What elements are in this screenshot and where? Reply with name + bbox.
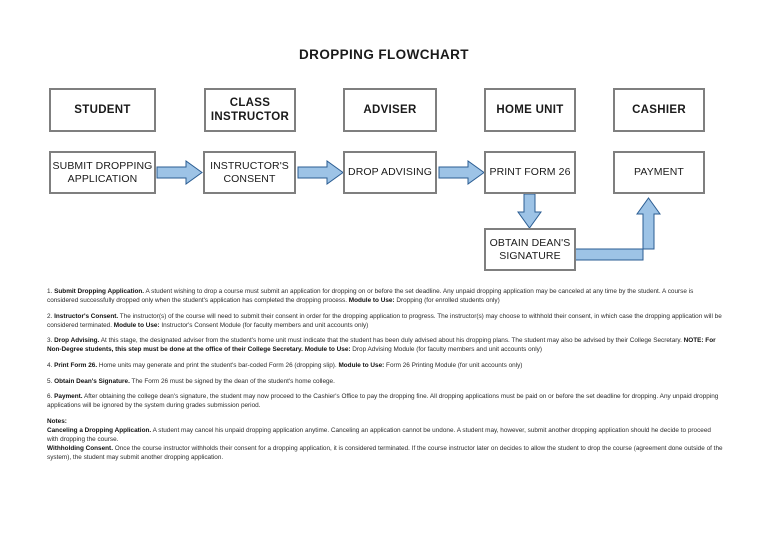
page-title: DROPPING FLOWCHART [299,47,469,62]
flow-node-student[interactable]: STUDENT [49,88,156,132]
flow-node-instructors-consent-label: INSTRUCTOR'S CONSENT [210,159,289,185]
note-withholding-consent: Withholding Consent. Once the course ins… [47,444,724,462]
flow-node-adviser[interactable]: ADVISER [343,88,437,132]
flow-node-drop-advising-label: DROP ADVISING [348,166,432,179]
step-5-number: 5. [47,377,53,385]
note-1-text: A student may cancel his unpaid dropping… [47,427,711,444]
step-2-heading: Instructor's Consent. [54,312,119,320]
procedure-step-1: 1. Submit Dropping Application. A studen… [47,287,724,305]
procedure-step-5: 5. Obtain Dean's Signature. The Form 26 … [47,377,724,386]
flow-node-cashier-label: CASHIER [632,103,686,116]
step-1-module-label: Module to Use: [348,297,395,305]
procedure-step-6: 6. Payment. After obtaining the college … [47,392,724,410]
flow-node-print-form-26[interactable]: PRINT FORM 26 [484,151,576,194]
step-6-body: After obtaining the college dean's signa… [47,393,719,410]
step-3-module-label: Module to Use: [302,346,351,354]
step-1-number: 1. [47,288,53,295]
step-3-heading: Drop Advising. [54,337,100,345]
connector-print-to-signature [517,193,542,229]
step-6-number: 6. [47,393,53,401]
step-4-module-label: Module to Use: [338,362,385,370]
step-2-number: 2. [47,312,53,320]
step-4-heading: Print Form 26. [54,362,98,370]
procedure-step-4: 4. Print Form 26. Home units may generat… [47,361,724,370]
step-1-heading: Submit Dropping Application. [54,288,145,295]
flow-node-obtain-deans-signature[interactable]: OBTAIN DEAN'S SIGNATURE [484,228,576,271]
flow-node-student-label: STUDENT [74,103,131,116]
note-2-text: Once the course instructor withholds the… [47,445,723,462]
flow-node-payment-label: PAYMENT [634,166,684,179]
step-1-module-value: Dropping (for enrolled students only) [394,297,500,305]
step-2-module-value: Instructor's Consent Module (for faculty… [159,321,369,329]
flow-node-cashier[interactable]: CASHIER [613,88,705,132]
step-3-note: NOTE: For Non-Degree students, this step… [47,337,716,354]
flow-node-print-form-26-label: PRINT FORM 26 [489,166,571,179]
step-4-body: Home units may generate and print the st… [97,362,339,370]
step-2-module-label: Module to Use: [113,321,160,329]
notes-heading: Notes: [47,417,67,425]
connector-advising-to-print [438,160,485,185]
flow-node-class-instructor-label: CLASS INSTRUCTOR [210,96,290,123]
flow-node-payment[interactable]: PAYMENT [613,151,705,194]
step-4-number: 4. [47,362,53,370]
step-4-module-value: Form 26 Printing Module (for unit accoun… [384,362,523,370]
flow-node-home-unit[interactable]: HOME UNIT [484,88,576,132]
connector-submit-to-consent [156,160,203,185]
step-5-body: The Form 26 must be signed by the dean o… [129,377,335,385]
step-6-heading: Payment. [54,393,83,401]
step-5-heading: Obtain Dean's Signature. [54,377,130,385]
step-2-body: The instructor(s) of the course will nee… [47,312,722,329]
flow-node-submit-dropping-application-label: SUBMIT DROPPING APPLICATION [52,159,153,185]
notes-section: Notes: Canceling a Dropping Application.… [47,417,724,462]
procedure-description: 1. Submit Dropping Application. A studen… [47,287,724,462]
note-canceling-a-dropping-application: Canceling a Dropping Application. A stud… [47,426,724,444]
flowchart: STUDENT CLASS INSTRUCTOR ADVISER HOME UN… [49,88,705,271]
procedure-step-3: 3. Drop Advising. At this stage, the des… [47,336,724,354]
flow-node-class-instructor[interactable]: CLASS INSTRUCTOR [204,88,296,132]
step-3-module-value: Drop Advising Module (for faculty member… [350,346,542,354]
note-2-term: Withholding Consent. [47,445,113,453]
flowchart-connectors [156,160,661,261]
flow-node-home-unit-label: HOME UNIT [496,103,564,116]
step-1-body: A student wishing to drop a course must … [47,288,694,305]
flow-node-instructors-consent[interactable]: INSTRUCTOR'S CONSENT [203,151,296,194]
flow-node-obtain-deans-signature-label: OBTAIN DEAN'S SIGNATURE [489,236,571,262]
procedure-step-2: 2. Instructor's Consent. The instructor(… [47,312,724,330]
step-3-body: At this stage, the designated adviser fr… [99,337,684,345]
flow-node-drop-advising[interactable]: DROP ADVISING [343,151,437,194]
connector-consent-to-advising [297,160,344,185]
connector-signature-to-payment [574,197,661,261]
note-1-term: Canceling a Dropping Application. [47,427,152,435]
flow-node-adviser-label: ADVISER [363,103,417,116]
step-3-number: 3. [47,337,53,345]
flow-node-submit-dropping-application[interactable]: SUBMIT DROPPING APPLICATION [49,151,156,194]
